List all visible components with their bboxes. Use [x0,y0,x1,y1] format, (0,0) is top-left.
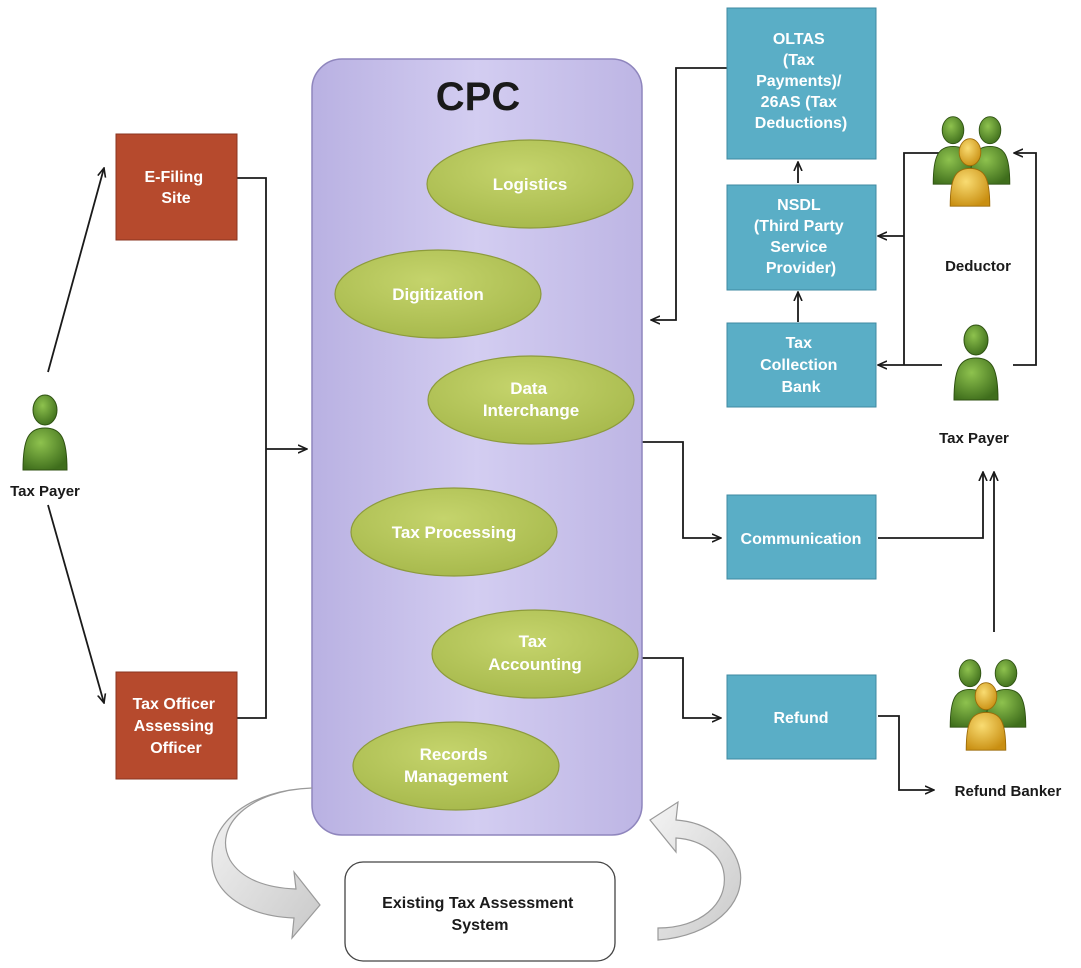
bank-line3: Bank [781,379,820,396]
existing-system-line2: System [452,917,509,934]
logistics-label: Logistics [493,175,568,194]
refund-label: Refund [773,710,828,727]
nsdl-box[interactable]: NSDL (Third Party Service Provider) [726,184,877,291]
nsdl-line1: NSDL [777,197,821,214]
refund-box[interactable]: Refund [726,674,877,760]
right-swirl-arrow [649,800,742,941]
records-management-line1: Records [420,745,488,764]
svg-text:NSDL (Third Party: NSDL (Third Party Service Provider) [754,197,848,277]
left-tax-payer: Tax Payer [10,394,80,500]
communication-label: Communication [741,531,862,548]
refund-banker-label: Refund Banker [955,783,1062,800]
svg-text:Tax Officer Assessing: Tax Officer Assessing Officer [133,696,220,757]
line-efiling-merge [237,177,267,719]
svg-text:Records Management: Records Management [404,745,508,786]
oltas-line2: (Tax [783,52,815,69]
deductor-label: Deductor [945,258,1011,275]
module-logistics[interactable]: Logistics [426,139,634,229]
right-taxpayer-person-icon [953,324,999,401]
tax-officer-label-line1: Tax Officer [133,696,215,713]
nsdl-line2: (Third Party [754,218,844,235]
arrow-oltas-to-cpc [651,67,727,320]
oltas-line1: OLTAS [773,31,825,48]
left-tax-payer-label: Tax Payer [10,483,80,500]
module-digitization[interactable]: Digitization [334,249,542,339]
arrow-refund-to-refundbanker [878,715,934,790]
tax-accounting-line1: Tax [519,632,548,651]
efiling-label-line2: Site [161,190,190,207]
tax-processing-label: Tax Processing [392,523,516,542]
deductor-group: Deductor [932,116,1011,275]
efiling-label-line1: E-Filing [144,169,203,186]
left-swirl-arrow [211,787,321,940]
svg-text:Existing Tax Assessment: Existing Tax Assessment System [382,895,578,934]
tax-officer-box[interactable]: Tax Officer Assessing Officer [115,671,238,780]
oltas-box[interactable]: OLTAS (Tax Payments)/ 26AS (Tax Deductio… [726,7,877,160]
module-tax-accounting[interactable]: Tax Accounting [431,609,639,699]
oltas-line3: Payments)/ [756,73,842,90]
line-deductor-branch [903,152,940,365]
nsdl-line4: Provider) [766,260,836,277]
tax-accounting-line2: Accounting [488,655,582,674]
cpc-title: CPC [436,75,520,119]
oltas-line4: 26AS (Tax [761,94,837,111]
arrow-taxpayer-to-efiling [47,168,104,373]
bank-line1: Tax [786,335,812,352]
efiling-site-box[interactable]: E-Filing Site [115,133,238,241]
nsdl-line3: Service [770,239,827,256]
arrow-datainterchange-to-communication [640,441,721,538]
records-management-line2: Management [404,767,508,786]
existing-system-line1: Existing Tax Assessment [382,895,574,912]
bank-line2: Collection [760,357,837,374]
arrow-taxpayer-to-taxofficer [47,504,104,703]
existing-tax-assessment-system-box[interactable]: Existing Tax Assessment System [344,861,616,962]
arrow-taxpayer-to-deductor [1013,153,1037,366]
right-tax-payer-label: Tax Payer [939,430,1009,447]
arrow-communication-to-taxpayer [878,472,983,539]
taxpayer-person-icon [22,394,68,471]
svg-text:Tax Collection Ban: Tax Collection Bank [760,335,842,396]
data-interchange-line2: Interchange [483,401,579,420]
connectors [47,67,1037,790]
refund-banker-group: Refund Banker [949,659,1062,800]
module-records-management[interactable]: Records Management [352,721,560,811]
svg-text:Tax Accounting: Tax Accounting [488,632,582,674]
tax-officer-label-line2: Assessing [134,718,214,735]
arrow-taxaccounting-to-refund [642,657,721,718]
svg-text:E-Filing Site: E-Filing Site [144,169,207,207]
svg-text:Data Interchange: Data Interchange [483,379,579,420]
tax-collection-bank-box[interactable]: Tax Collection Bank [726,322,877,408]
right-tax-payer: Tax Payer [939,324,1009,447]
svg-text:OLTAS (Tax Payment: OLTAS (Tax Payments)/ 26AS (Tax Deductio… [755,31,847,132]
communication-box[interactable]: Communication [726,494,877,580]
module-tax-processing[interactable]: Tax Processing [350,487,558,577]
data-interchange-line1: Data [510,379,547,398]
digitization-label: Digitization [392,285,484,304]
tax-officer-label-line3: Officer [150,740,202,757]
module-data-interchange[interactable]: Data Interchange [427,355,635,445]
oltas-line5: Deductions) [755,115,847,132]
